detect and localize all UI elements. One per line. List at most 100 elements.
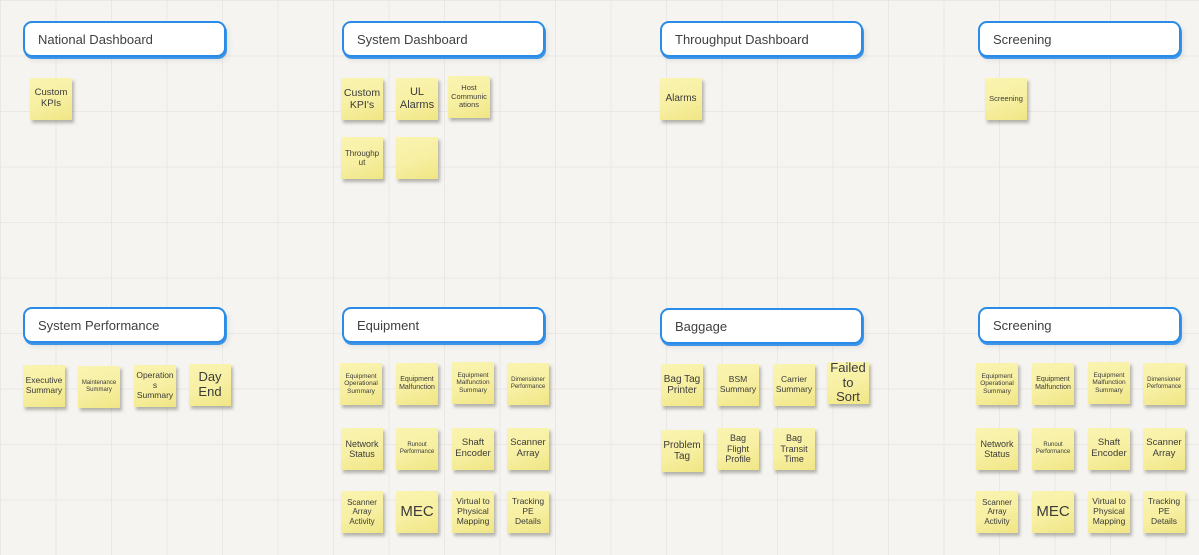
sticky-note-virtual-to-physical-mapping[interactable]: Virtual to Physical Mapping <box>1088 491 1130 533</box>
sticky-note-label: Alarms <box>665 93 697 105</box>
sticky-note-custom-kpis[interactable]: Custom KPIs <box>30 78 72 120</box>
sticky-note-label: Equipment Operational Summary <box>980 372 1014 395</box>
sticky-note-label: Equipment Operational Summary <box>344 372 378 395</box>
sticky-note-network-status[interactable]: Network Status <box>341 428 383 470</box>
sticky-note-label: Day End <box>198 369 222 399</box>
section-header-national-dashboard-0[interactable]: National Dashboard <box>23 21 226 57</box>
sticky-note-label: Throughput <box>344 148 380 167</box>
sticky-note-label: Runout Performance <box>1035 442 1071 455</box>
section-title: National Dashboard <box>38 31 153 47</box>
sticky-note-dimensioner-performance[interactable]: Dimensioner Performance <box>507 363 549 405</box>
sticky-note-label: Maintenance Summary <box>81 380 117 393</box>
sticky-note-label: Bag Tag Printer <box>663 373 701 397</box>
sticky-note-operations-summary[interactable]: Operations Summary <box>134 365 176 407</box>
sticky-note-bag-tag-printer[interactable]: Bag Tag Printer <box>661 364 703 406</box>
sticky-note-bsm-summary[interactable]: BSM Summary <box>717 364 759 406</box>
sticky-note-label: MEC <box>1036 503 1070 521</box>
sticky-note-label: Carrier Summary <box>775 374 813 394</box>
section-title: Equipment <box>357 317 420 333</box>
sticky-note-label: Equipment Malfunction <box>399 375 435 391</box>
sticky-note-label: Problem Tag <box>663 439 701 463</box>
sticky-note-shaft-encoder[interactable]: Shaft Encoder <box>1088 428 1130 470</box>
sticky-note-equipment-malfunction[interactable]: Equipment Malfunction <box>1032 363 1074 405</box>
sticky-note-runout-performance[interactable]: Runout Performance <box>1032 428 1074 470</box>
sticky-note-label: Tracking PE Details <box>1147 496 1181 526</box>
sticky-note-label: Virtual to Physical Mapping <box>1092 496 1126 526</box>
sticky-note-virtual-to-physical-mapping[interactable]: Virtual to Physical Mapping <box>452 491 494 533</box>
sticky-note-day-end[interactable]: Day End <box>189 364 231 406</box>
sticky-note-runout-performance[interactable]: Runout Performance <box>396 428 438 470</box>
section-title: System Dashboard <box>357 31 468 47</box>
sticky-note-tracking-pe-details[interactable]: Tracking PE Details <box>507 491 549 533</box>
sticky-note-maintenance-summary[interactable]: Maintenance Summary <box>78 366 120 408</box>
section-title: System Performance <box>38 317 160 333</box>
sticky-note-throughput[interactable]: Throughput <box>341 137 383 179</box>
section-title: Baggage <box>675 318 728 334</box>
sticky-note-label: Scanner Array <box>510 437 546 459</box>
sticky-note-bag-flight-profile[interactable]: Bag Flight Profile <box>717 428 759 470</box>
sticky-note-label: Bag Transit Time <box>780 433 808 465</box>
sticky-note-label: MEC <box>400 503 434 521</box>
sticky-note-network-status[interactable]: Network Status <box>976 428 1018 470</box>
sticky-note-alarms[interactable]: Alarms <box>660 78 702 120</box>
section-header-screening-7[interactable]: Screening <box>978 307 1181 343</box>
sticky-note-label: Network Status <box>980 438 1014 459</box>
sticky-note-executive-summary[interactable]: Executive Summary <box>23 365 65 407</box>
sticky-note-label: Custom KPI's <box>343 86 381 111</box>
section-header-system-performance-4[interactable]: System Performance <box>23 307 226 343</box>
sticky-note-shaft-encoder[interactable]: Shaft Encoder <box>452 428 494 470</box>
sticky-note-scanner-array-activity[interactable]: Scanner Array Activity <box>976 491 1018 533</box>
sticky-note-equipment-operational-summary[interactable]: Equipment Operational Summary <box>340 363 382 405</box>
sticky-note-label: Equipment Malfunction Summary <box>1092 371 1126 394</box>
section-header-equipment-5[interactable]: Equipment <box>342 307 545 343</box>
sticky-note-ul-alarms[interactable]: UL Alarms <box>396 78 438 120</box>
sticky-note-dimensioner-performance[interactable]: Dimensioner Performance <box>1143 363 1185 405</box>
sticky-note-label: Dimensioner Performance <box>1146 377 1182 390</box>
sticky-note-label: Virtual to Physical Mapping <box>456 496 490 526</box>
sticky-note-label: Equipment Malfunction <box>1035 375 1071 391</box>
sticky-note-equipment-malfunction-summary[interactable]: Equipment Malfunction Summary <box>1088 362 1130 404</box>
sticky-note-label: Scanner Array <box>1146 437 1182 459</box>
section-header-screening-3[interactable]: Screening <box>978 21 1181 57</box>
sticky-note-failed-to-sort[interactable]: Failed to Sort <box>827 362 869 404</box>
sticky-note-label: Screening <box>989 93 1023 103</box>
sticky-note-carrier-summary[interactable]: Carrier Summary <box>773 364 815 406</box>
sticky-note-scanner-array-activity[interactable]: Scanner Array Activity <box>341 491 383 533</box>
sticky-note-label: Scanner Array Activity <box>982 498 1012 526</box>
sticky-note-label: Host Communications <box>451 83 487 110</box>
sticky-note-mec[interactable]: MEC <box>396 491 438 533</box>
sticky-note-label: Custom KPIs <box>34 87 68 109</box>
sticky-note-bag-transit-time[interactable]: Bag Transit Time <box>773 428 815 470</box>
section-header-baggage-6[interactable]: Baggage <box>660 308 863 344</box>
sticky-note-scanner-array[interactable]: Scanner Array <box>507 428 549 470</box>
sticky-note-label: Equipment Malfunction Summary <box>456 371 490 394</box>
sticky-note-host-communications[interactable]: Host Communications <box>448 76 490 118</box>
sticky-note-label: Executive Summary <box>25 375 63 395</box>
sticky-note-label: Dimensioner Performance <box>510 377 546 390</box>
sticky-note-blank[interactable] <box>396 137 438 179</box>
section-header-system-dashboard-1[interactable]: System Dashboard <box>342 21 545 57</box>
sticky-note-equipment-malfunction-summary[interactable]: Equipment Malfunction Summary <box>452 362 494 404</box>
sticky-note-label: BSM Summary <box>719 374 757 394</box>
section-title: Screening <box>993 31 1052 47</box>
sticky-note-mec[interactable]: MEC <box>1032 491 1074 533</box>
sticky-note-custom-kpi-s[interactable]: Custom KPI's <box>341 78 383 120</box>
sticky-note-label: Tracking PE Details <box>511 496 545 526</box>
sticky-note-label: Runout Performance <box>399 442 435 455</box>
sticky-note-label: Failed to Sort <box>830 362 866 404</box>
sticky-note-problem-tag[interactable]: Problem Tag <box>661 430 703 472</box>
sticky-note-equipment-operational-summary[interactable]: Equipment Operational Summary <box>976 363 1018 405</box>
sticky-note-label: Bag Flight Profile <box>725 433 751 465</box>
section-header-throughput-dashboard-2[interactable]: Throughput Dashboard <box>660 21 863 57</box>
sticky-note-label: Shaft Encoder <box>1091 437 1127 459</box>
sticky-note-label: Scanner Array Activity <box>347 498 377 526</box>
section-title: Throughput Dashboard <box>675 31 809 47</box>
sticky-note-equipment-malfunction[interactable]: Equipment Malfunction <box>396 363 438 405</box>
sticky-note-label: Network Status <box>345 438 379 459</box>
section-title: Screening <box>993 317 1052 333</box>
sticky-note-scanner-array[interactable]: Scanner Array <box>1143 428 1185 470</box>
sticky-note-tracking-pe-details[interactable]: Tracking PE Details <box>1143 491 1185 533</box>
sticky-note-label: Operations Summary <box>136 370 174 400</box>
sticky-note-screening[interactable]: Screening <box>985 78 1027 120</box>
